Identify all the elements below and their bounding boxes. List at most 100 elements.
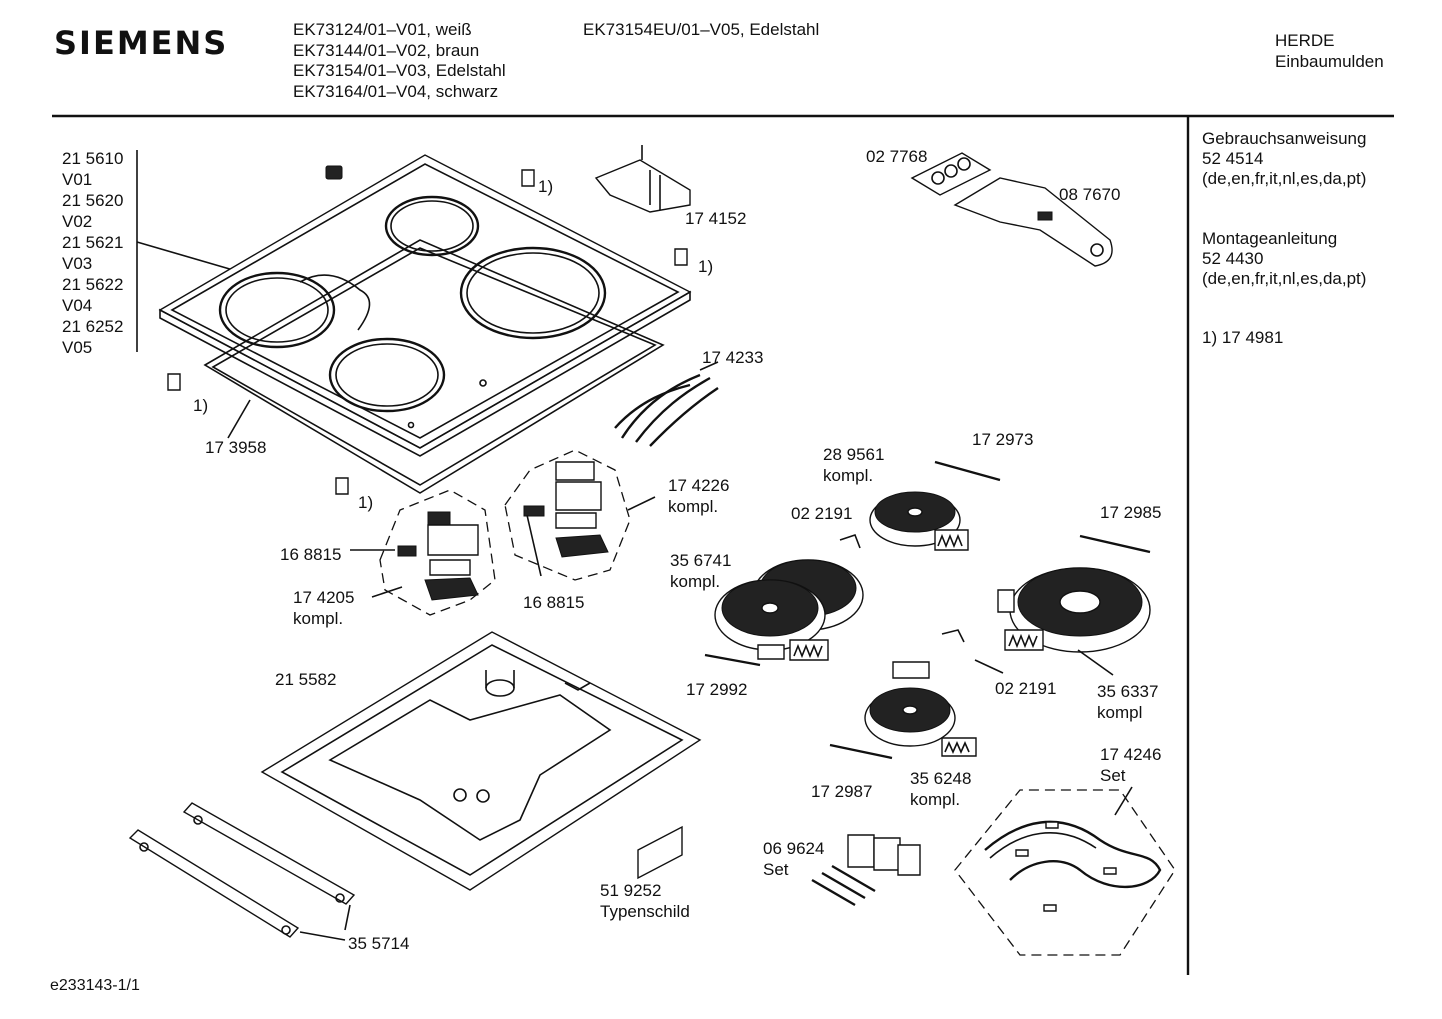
manual-languages: (de,en,fr,it,nl,es,da,pt) xyxy=(1202,169,1367,188)
part-suffix: kompl. xyxy=(668,497,719,516)
part-label-022191a: 02 2191 xyxy=(791,504,853,523)
part-label-172987: 17 2987 xyxy=(811,782,873,801)
part-suffix: kompl. xyxy=(670,572,721,591)
gasket-027768 xyxy=(912,153,990,195)
variant-code: V01 xyxy=(62,170,93,189)
install-languages: (de,en,fr,it,nl,es,da,pt) xyxy=(1202,269,1367,288)
model-line: EK73144/01–V02, braun xyxy=(293,40,480,60)
variant-part: 21 5620 xyxy=(62,191,124,210)
model-line: EK73164/01–V04, schwarz xyxy=(293,81,499,101)
group-174205 xyxy=(380,490,495,615)
cable-set-174246 xyxy=(985,822,1160,911)
manual-number: 52 4514 xyxy=(1202,149,1264,168)
part-suffix: Typenschild xyxy=(600,902,690,921)
part-suffix: Set xyxy=(763,860,789,879)
part-label-174152: 17 4152 xyxy=(685,209,747,228)
leader-173958 xyxy=(228,400,250,438)
part-label-355714: 35 5714 xyxy=(348,934,410,953)
part-number: 35 6741 xyxy=(670,551,732,570)
category-label: HERDE Einbaumulden xyxy=(1275,31,1384,72)
part-label-215582: 21 5582 xyxy=(275,670,337,689)
part-label-172973: 17 2973 xyxy=(972,430,1034,449)
part-suffix: kompl xyxy=(1097,703,1143,722)
heater-356741-dual xyxy=(715,560,863,660)
variant-code: V04 xyxy=(62,296,93,315)
footnote-marker: 1) xyxy=(698,257,714,276)
part-label-172992: 17 2992 xyxy=(686,680,748,699)
category-line: HERDE xyxy=(1275,31,1335,50)
part-number: 06 9624 xyxy=(763,839,825,858)
part-label-087670: 08 7670 xyxy=(1059,185,1121,204)
install-number: 52 4430 xyxy=(1202,249,1264,268)
part-label-174226: 17 4226 kompl. xyxy=(668,475,729,517)
variant-code: V02 xyxy=(62,212,93,231)
leader-022191b xyxy=(975,660,1003,673)
part-label-022191b: 02 2191 xyxy=(995,679,1057,698)
part-number: 35 6248 xyxy=(910,769,972,788)
part-label-356741: 35 6741 kompl. xyxy=(670,550,731,592)
model-line: EK73154EU/01–V05, Edelstahl xyxy=(583,20,820,39)
part-suffix: Set xyxy=(1100,766,1126,785)
mounting-clips xyxy=(168,166,687,494)
leader-174205 xyxy=(372,587,402,597)
model-line: EK73124/01–V01, weiß xyxy=(293,20,472,39)
heater-289561 xyxy=(870,492,968,550)
part-number: 17 4246 xyxy=(1100,745,1162,764)
heater-brackets xyxy=(705,462,1150,758)
mounting-rails-355714 xyxy=(130,803,354,940)
part-number: 17 4205 xyxy=(293,588,355,607)
part-label-172985: 17 2985 xyxy=(1100,503,1162,522)
hob-seal-frame xyxy=(205,240,663,493)
footnote-marker: 1) xyxy=(358,493,374,512)
variant-part: 21 5621 xyxy=(62,233,124,252)
variant-list: 21 5610 V01 21 5620 V02 21 5621 V03 21 5… xyxy=(62,148,123,358)
part-label-168815b: 16 8815 xyxy=(523,593,585,612)
variant-part: 21 5622 xyxy=(62,275,124,294)
leader-variant xyxy=(137,242,240,272)
part-label-173958: 17 3958 xyxy=(205,438,267,457)
footnote-marker: 1) xyxy=(193,396,209,415)
part-number: 51 9252 xyxy=(600,881,662,900)
part-label-174246: 17 4246 Set xyxy=(1100,744,1161,786)
control-module-left xyxy=(398,512,478,600)
part-number: 17 4226 xyxy=(668,476,730,495)
heater-356337 xyxy=(998,568,1150,652)
type-plate-519252 xyxy=(638,827,682,878)
part-suffix: kompl. xyxy=(823,466,874,485)
part-label-356248: 35 6248 kompl. xyxy=(910,768,971,810)
install-info: Montageanleitung 52 4430 (de,en,fr,it,nl… xyxy=(1202,229,1366,289)
part-label-289561: 28 9561 kompl. xyxy=(823,444,884,486)
manual-info: Gebrauchsanweisung 52 4514 (de,en,fr,it,… xyxy=(1202,129,1366,189)
part-label-027768: 02 7768 xyxy=(866,147,928,166)
leader-356337 xyxy=(1078,650,1113,675)
category-line: Einbaumulden xyxy=(1275,51,1384,71)
ceramic-hob-top xyxy=(160,155,690,456)
variant-code: V03 xyxy=(62,254,93,273)
variant-part: 21 6252 xyxy=(62,317,124,336)
footnote-marker: 1) xyxy=(538,177,554,196)
part-label-168815a: 16 8815 xyxy=(280,545,342,564)
part-number: 35 6337 xyxy=(1097,682,1159,701)
part-label-174233: 17 4233 xyxy=(702,348,764,367)
part-label-174205: 17 4205 kompl. xyxy=(293,587,354,629)
bracket-174152 xyxy=(596,145,690,212)
model-list-2: EK73154EU/01–V05, Edelstahl xyxy=(583,20,819,41)
part-label-519252: 51 9252 Typenschild xyxy=(600,880,690,922)
part-suffix: kompl. xyxy=(293,609,344,628)
document-id: e233143-1/1 xyxy=(50,977,140,994)
part-number: 28 9561 xyxy=(823,445,885,464)
model-line: EK73154/01–V03, Edelstahl xyxy=(293,61,506,80)
group-174246 xyxy=(955,790,1175,955)
group-174226 xyxy=(505,450,630,580)
manual-title: Gebrauchsanweisung xyxy=(1202,129,1367,148)
connector-block-069624 xyxy=(812,835,920,905)
model-list-1: EK73124/01–V01, weiß EK73144/01–V02, bra… xyxy=(293,20,506,102)
variant-code: V05 xyxy=(62,338,93,357)
scraper-tool-087670 xyxy=(955,178,1112,266)
bottom-tray-215582 xyxy=(262,632,700,890)
heater-356248 xyxy=(865,662,976,756)
footnote: 1) 17 4981 xyxy=(1202,328,1284,347)
control-module-right xyxy=(524,462,608,557)
install-title: Montageanleitung xyxy=(1202,229,1338,248)
